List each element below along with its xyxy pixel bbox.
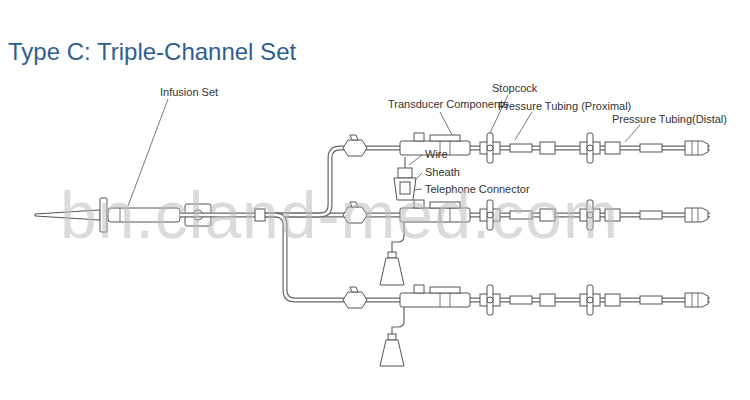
part-label: Wire [425,148,448,161]
part-label: Sheath [425,166,460,179]
part-label: Pressure Tubing (Proximal) [498,100,631,113]
part-label: Infusion Set [160,86,218,99]
diagram-title: Type C: Triple-Channel Set [8,38,296,66]
part-label: Stopcock [492,82,537,95]
part-label: Pressure Tubing(Distal) [612,113,727,126]
part-label: Transducer Components [388,98,509,111]
watermark: bn.cland-med.com [60,178,619,254]
